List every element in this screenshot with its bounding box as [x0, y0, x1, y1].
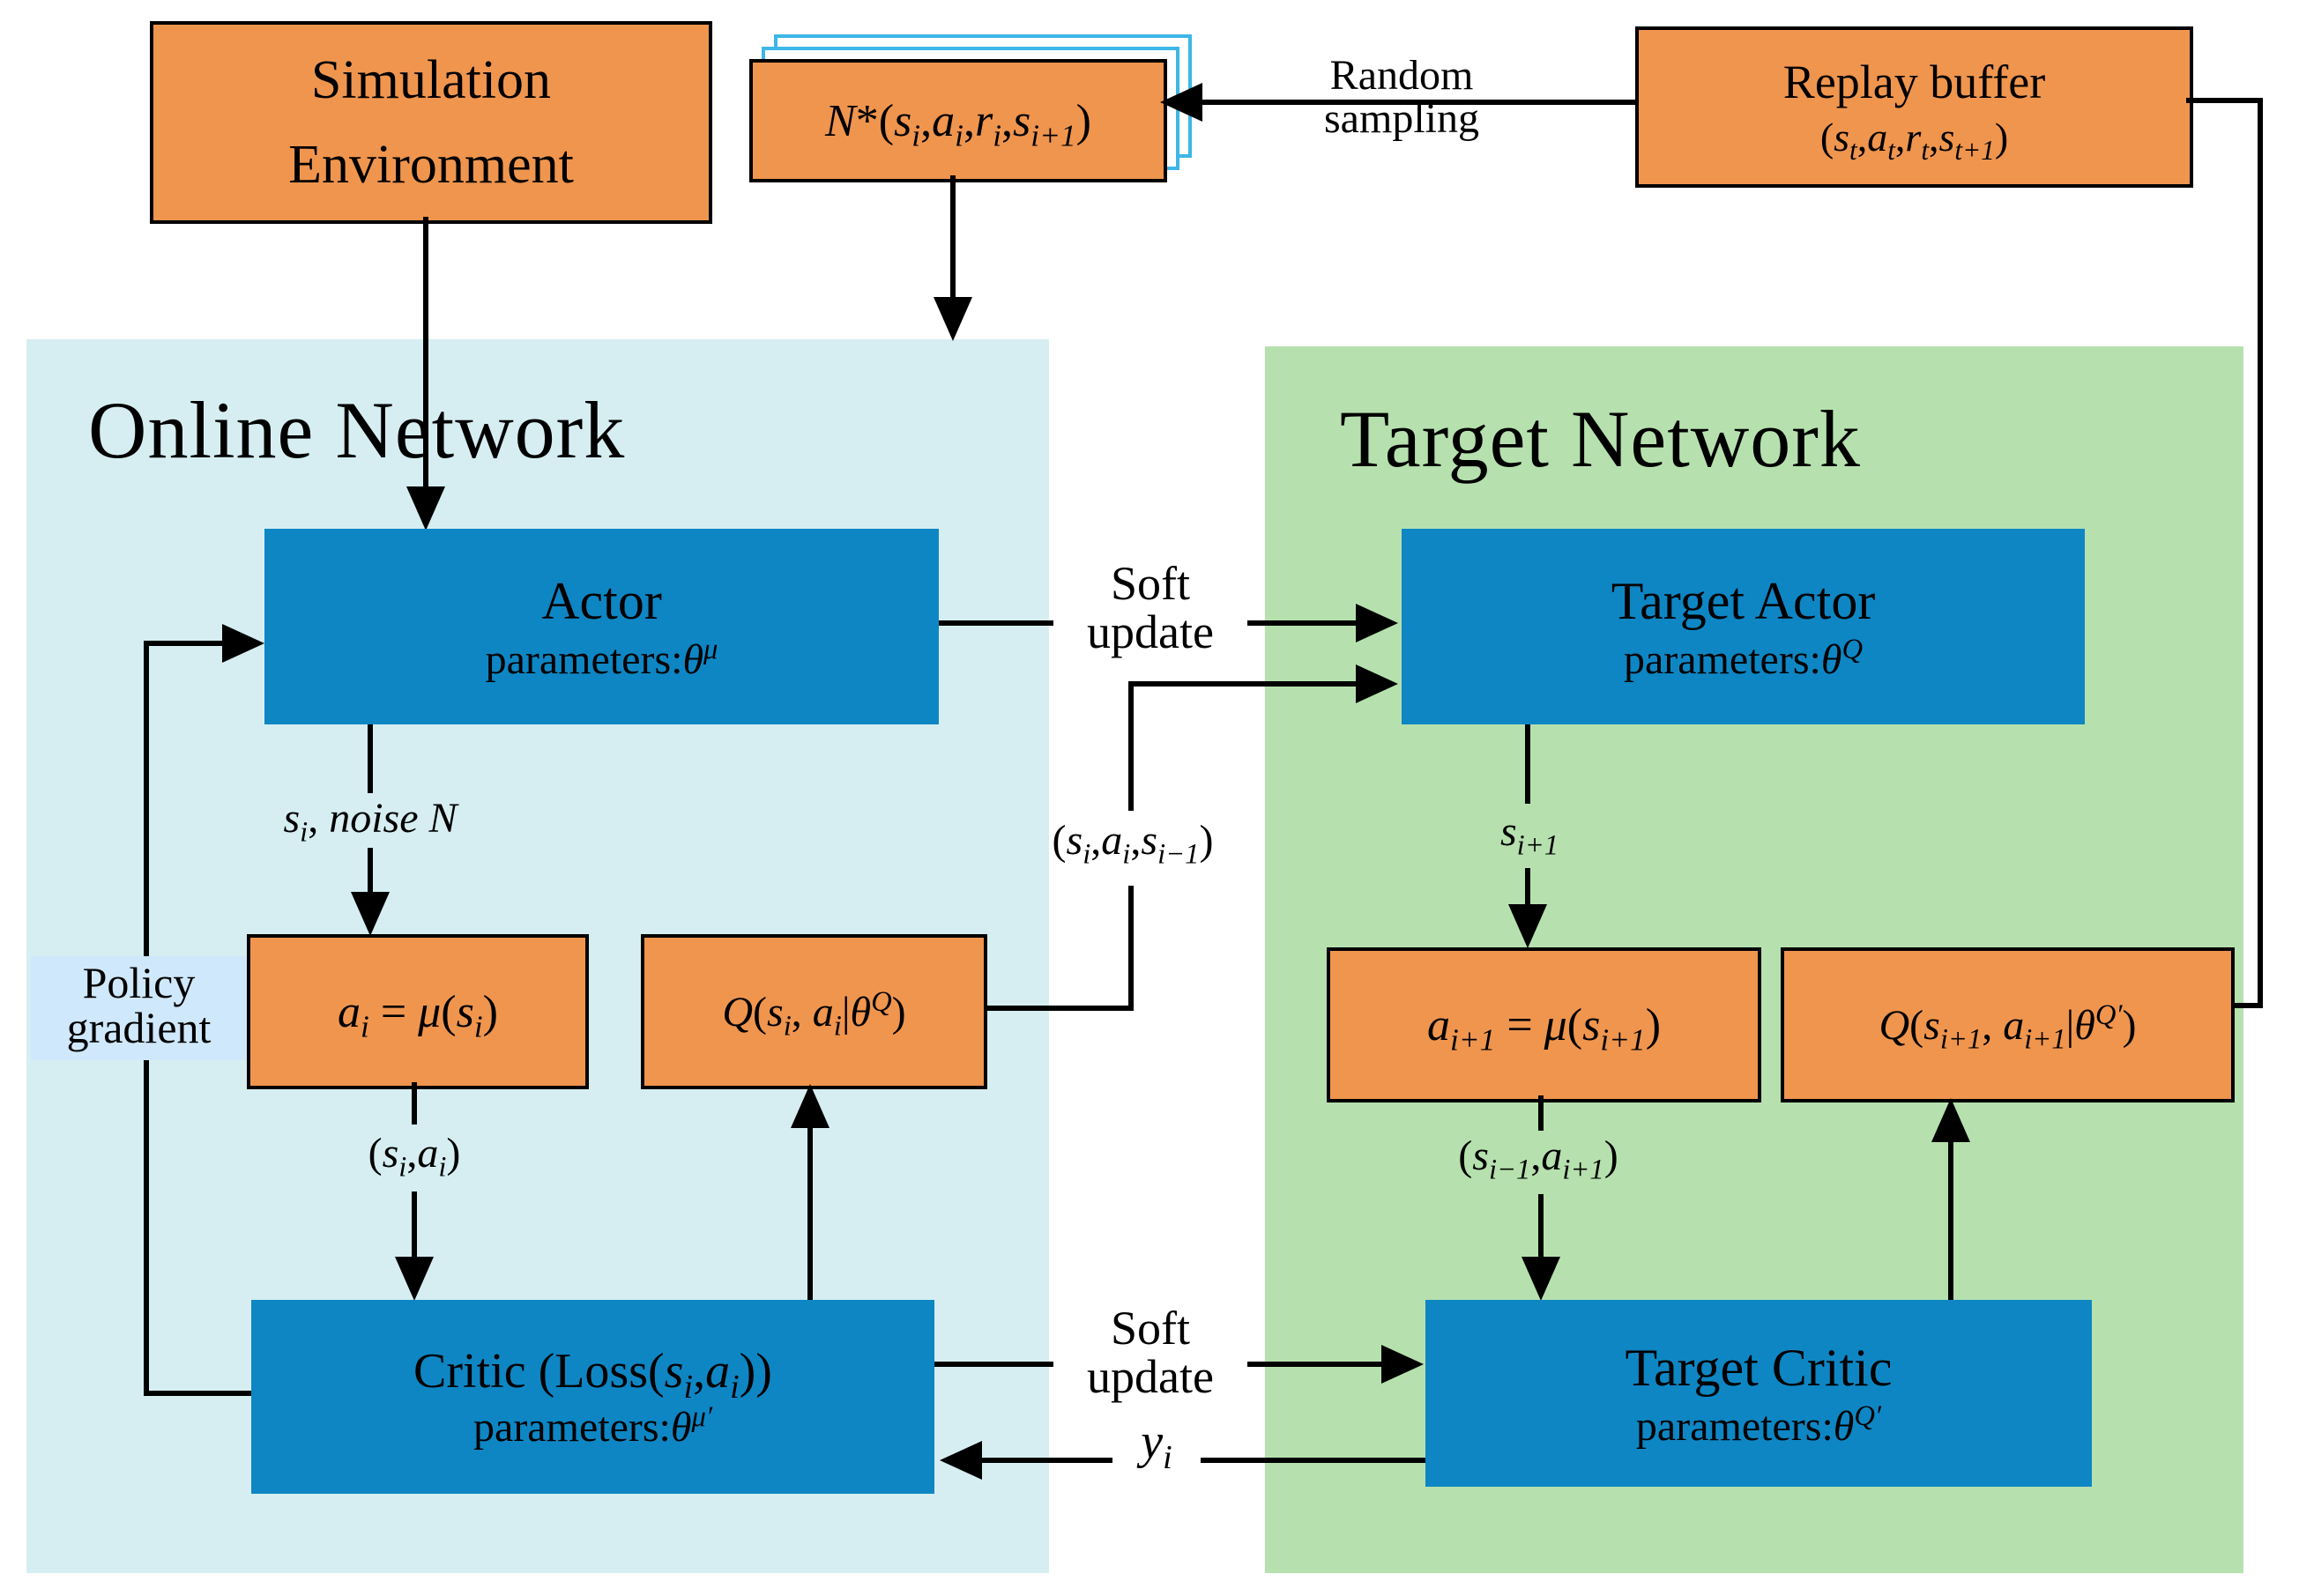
state-action-state-label: (si,ai,si−1) [1052, 817, 1214, 871]
arrow-yi-head [940, 1441, 982, 1480]
actor-box: Actor parameters:θμ [264, 529, 939, 724]
arrow-simenv-actor-head [406, 486, 445, 531]
yi-label: yi [1112, 1416, 1201, 1474]
replay-buffer-label: Replay buffer [1782, 56, 2046, 109]
line-q-targetactor-v1 [1128, 681, 1134, 811]
line-policygradient-bottom [144, 1391, 251, 1396]
q-value-box: Q(si, ai|θQ) [641, 934, 987, 1089]
arrow-critic-q-line [807, 1121, 813, 1300]
next-state-label: si+1 [1499, 808, 1559, 862]
critic-label: Critic (Loss(si,ai)) [413, 1344, 772, 1407]
line-replay-into-targetq [2228, 1003, 2263, 1008]
replay-buffer-formula: (st,at,rt,st+1) [1819, 114, 2009, 166]
critic-params: parameters:θμ′ [473, 1401, 712, 1451]
arrow-softupdate-bottom-head [1381, 1345, 1424, 1384]
arrow-q-targetactor-head [1356, 664, 1398, 703]
target-q-value-formula: Q(si+1, ai+1|θQ′) [1879, 998, 2137, 1056]
line-replay-right-h [2186, 98, 2263, 103]
actor-params: parameters:θμ [485, 633, 718, 683]
actor-label: Actor [541, 571, 662, 630]
target-critic-params: parameters:θQ′ [1635, 1399, 1882, 1450]
target-actor-params: parameters:θQ [1623, 633, 1863, 683]
minibatch-formula: N*(si,ai,ri,si+1) [825, 95, 1091, 152]
line-action-critic-v1 [412, 1082, 417, 1125]
arrow-simenv-actor-line [423, 217, 428, 492]
arrow-q-targetactor-line [1128, 681, 1358, 687]
critic-box: Critic (Loss(si,ai)) parameters:θμ′ [251, 1300, 934, 1494]
arrow-minibatch-online-head [934, 297, 972, 341]
arrow-tcritic-tq-line [1948, 1135, 1953, 1300]
arrow-taction-tcritic-head [1522, 1257, 1560, 1301]
policy-gradient-highlight [31, 956, 247, 1060]
arrow-taction-tcritic-line [1538, 1194, 1544, 1258]
target-action-formula: ai+1 = μ(si+1) [1426, 999, 1662, 1057]
arrow-action-critic-line [412, 1191, 417, 1258]
arrow-policygradient-line [144, 641, 225, 646]
line-q-targetactor-h2 [980, 1006, 1134, 1011]
target-q-value-box: Q(si+1, ai+1|θQ′) [1781, 947, 2235, 1102]
action-formula: ai = μ(si) [338, 986, 498, 1043]
target-critic-label: Target Critic [1625, 1338, 1893, 1397]
target-action-box: ai+1 = μ(si+1) [1327, 947, 1761, 1102]
arrow-random-sampling-line [1197, 100, 1635, 105]
arrow-yi-line [978, 1458, 1425, 1463]
target-critic-box: Target Critic parameters:θQ′ [1425, 1300, 2092, 1487]
line-taction-tcritic-v1 [1538, 1095, 1544, 1131]
target-actor-label: Target Actor [1611, 571, 1876, 630]
arrow-tactor-taction-line [1525, 868, 1530, 908]
arrow-policygradient-head [222, 624, 264, 663]
next-state-action-label: (si−1,ai+1) [1458, 1132, 1618, 1186]
target-actor-box: Target Actor parameters:θQ [1402, 529, 2085, 724]
minibatch-box: N*(si,ai,ri,si+1) [749, 59, 1167, 182]
arrow-random-sampling-head [1160, 83, 1202, 122]
online-network-title: Online Network [88, 385, 626, 475]
arrow-tcritic-tq-head [1931, 1098, 1970, 1142]
arrow-action-critic-head [395, 1257, 434, 1301]
q-value-formula: Q(si, ai|θQ) [722, 985, 906, 1043]
state-action-label: (si,ai) [368, 1130, 461, 1184]
line-tactor-taction-v1 [1525, 724, 1530, 804]
arrow-actor-action-head [351, 892, 390, 936]
arrow-minibatch-online-line [950, 175, 956, 299]
target-network-title: Target Network [1340, 394, 1861, 484]
line-actor-action-v1 [368, 724, 373, 793]
state-noise-label: si, noise N [283, 795, 458, 849]
arrow-tactor-taction-head [1508, 904, 1547, 948]
arrow-critic-q-head [791, 1084, 830, 1128]
replay-buffer-box: Replay buffer (st,at,rt,st+1) [1635, 26, 2193, 188]
line-replay-right-v [2258, 98, 2263, 1008]
line-q-targetactor-v2 [1128, 886, 1134, 1011]
arrow-softupdate-top-head [1356, 604, 1398, 642]
arrow-actor-action-line [368, 848, 373, 894]
action-box: ai = μ(si) [247, 934, 589, 1089]
